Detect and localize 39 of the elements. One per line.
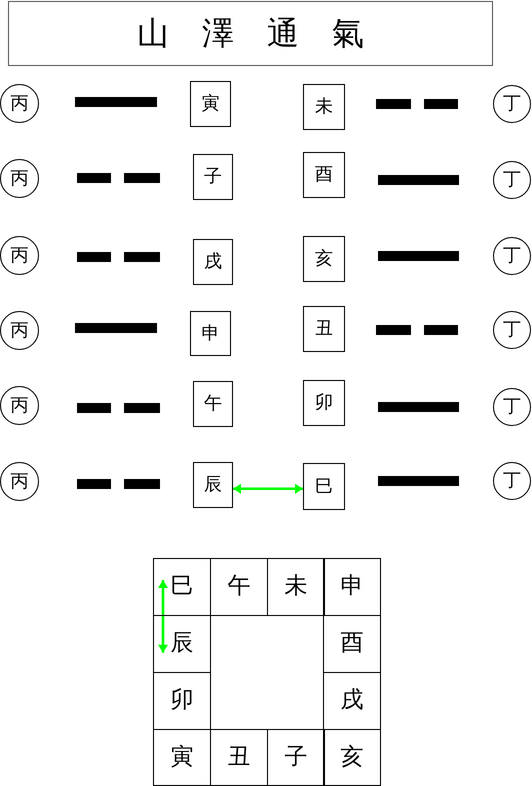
character-box: 寅 [190,81,231,127]
circled-character: 丁 [493,85,531,123]
character-box: 丑 [303,306,345,352]
character-box: 子 [193,154,233,200]
circled-character: 丙 [0,311,39,350]
grid-cell: 未 [267,558,325,616]
grid-cell: 寅 [153,729,211,786]
character-box: 巳 [303,463,345,510]
circled-character: 丁 [493,388,531,426]
grid-cell: 申 [323,558,381,616]
character-box: 午 [193,381,233,427]
double-arrow [233,484,303,494]
circled-character: 丙 [0,462,39,501]
circled-character: 丙 [0,386,39,425]
grid-cell: 戌 [323,672,381,730]
character-box: 卯 [303,380,345,426]
grid-cell: 亥 [323,729,381,786]
grid-cell: 丑 [210,729,268,786]
double-arrow [158,580,168,653]
character-box: 亥 [303,236,345,282]
character-box: 戌 [193,239,233,285]
grid-cell: 巳 [153,558,211,616]
circled-character: 丁 [493,161,531,199]
grid-cell: 辰 [153,615,211,673]
character-box: 申 [190,311,231,356]
title-banner: 山澤通氣 [8,1,493,66]
circled-character: 丙 [0,84,39,123]
character-box: 酉 [303,152,345,198]
grid-cell: 子 [267,729,325,786]
grid-cell: 午 [210,558,268,616]
circled-character: 丁 [493,311,531,349]
grid-cell: 卯 [153,672,211,730]
character-box: 辰 [193,462,233,508]
grid-cell: 酉 [323,615,381,673]
circled-character: 丁 [493,462,531,500]
circled-character: 丁 [493,237,531,275]
character-box: 未 [303,84,345,130]
circled-character: 丙 [0,236,39,275]
circled-character: 丙 [0,159,39,198]
